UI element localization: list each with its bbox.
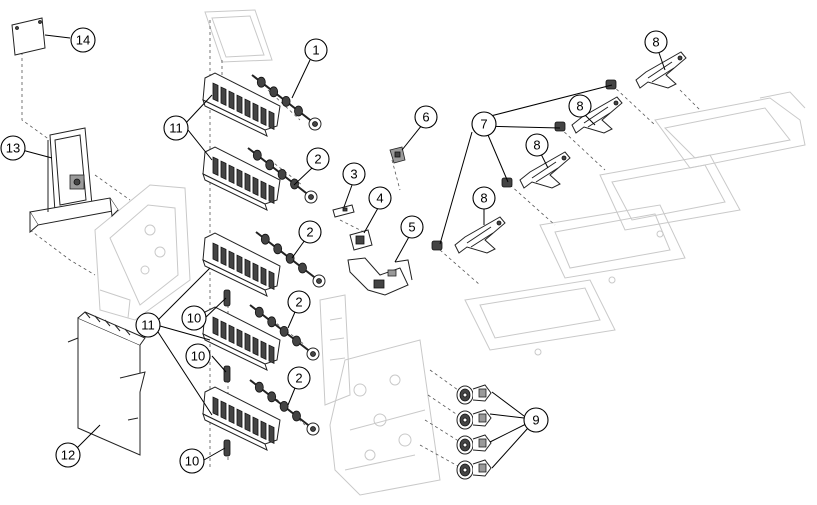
part-5-board	[347, 257, 413, 296]
part-9-gears	[456, 384, 492, 480]
part-14-plate	[11, 17, 46, 56]
svg-text:11: 11	[141, 318, 155, 333]
callout-4: 4	[368, 186, 392, 210]
ghost-tray-3	[599, 154, 741, 238]
svg-text:12: 12	[61, 448, 75, 463]
svg-text:9: 9	[532, 413, 539, 428]
ghost-tray-4	[654, 91, 806, 169]
ghost-middle-frame	[319, 294, 351, 406]
svg-text:6: 6	[422, 110, 429, 125]
leader-lines	[21, 34, 666, 469]
rail-assembly-5	[202, 386, 281, 451]
svg-text:5: 5	[408, 220, 415, 235]
part-12-panel	[67, 311, 146, 456]
part-10-springs	[223, 289, 231, 457]
callout-11-bottom: 11	[135, 312, 161, 338]
callout-6: 6	[414, 105, 438, 129]
callout-12: 12	[55, 442, 81, 468]
svg-text:2: 2	[306, 225, 313, 240]
ghost-frame-top-rail	[204, 9, 273, 63]
ghost-bottom-frame	[329, 339, 441, 496]
rail-assembly-1	[202, 72, 281, 137]
rail-assembly-4	[202, 306, 281, 371]
svg-text:10: 10	[185, 454, 199, 469]
svg-text:11: 11	[169, 121, 183, 136]
svg-text:13: 13	[6, 141, 20, 156]
callout-13: 13	[0, 135, 26, 161]
svg-text:8: 8	[533, 138, 540, 153]
part-7-knobs	[431, 79, 617, 251]
part-4-sensor	[349, 229, 373, 251]
part-6-clip	[389, 146, 406, 164]
callout-14: 14	[70, 27, 96, 53]
svg-text:4: 4	[376, 191, 383, 206]
callout-5: 5	[400, 215, 424, 239]
gear-wheel-3	[456, 434, 492, 455]
callout-2-b: 2	[298, 220, 322, 244]
gear-wheel-4	[456, 459, 492, 480]
callout-2-d: 2	[287, 366, 311, 390]
part-3-strip	[332, 204, 355, 218]
part-8-arms	[454, 51, 687, 254]
svg-text:2: 2	[295, 295, 302, 310]
callout-8-c: 8	[525, 133, 549, 157]
callout-3: 3	[342, 162, 366, 186]
part-11-rail-assemblies	[202, 72, 281, 451]
roller-shaft-1	[251, 74, 322, 131]
rail-assembly-2	[202, 146, 281, 211]
callout-11-top: 11	[163, 115, 189, 141]
ghost-tray-2	[539, 204, 686, 284]
svg-text:8: 8	[652, 35, 659, 50]
ghost-side-frame-left	[94, 184, 191, 321]
callout-10-a: 10	[181, 305, 207, 331]
gear-wheel-1	[456, 384, 492, 405]
arm-bracket-2	[519, 151, 571, 189]
roller-shaft-3	[255, 231, 326, 288]
gear-wheel-2	[456, 409, 492, 430]
part-13-bracket	[29, 127, 119, 234]
rail-assembly-3	[202, 232, 281, 297]
svg-text:8: 8	[576, 99, 583, 114]
svg-text:8: 8	[480, 191, 487, 206]
part-1-2-roller-shafts	[247, 74, 326, 436]
roller-shaft-5	[249, 379, 320, 436]
callout-9: 9	[523, 407, 549, 433]
svg-text:7: 7	[480, 117, 487, 132]
svg-text:2: 2	[295, 371, 302, 386]
callout-8-b: 8	[568, 94, 592, 118]
arm-bracket-1	[454, 216, 506, 254]
svg-text:1: 1	[312, 43, 319, 58]
svg-text:2: 2	[314, 152, 321, 167]
svg-text:14: 14	[76, 33, 90, 48]
svg-text:3: 3	[350, 167, 357, 182]
callout-10-c: 10	[179, 448, 205, 474]
callout-1: 1	[304, 38, 328, 62]
callout-8-a: 8	[644, 30, 668, 54]
callout-7: 7	[471, 111, 497, 137]
svg-text:10: 10	[191, 349, 205, 364]
arm-bracket-4	[635, 51, 687, 89]
ghost-tray-1	[464, 279, 616, 356]
callout-8-d: 8	[472, 186, 496, 210]
callout-10-b: 10	[185, 343, 211, 369]
roller-shaft-4	[249, 304, 320, 361]
callout-2-c: 2	[287, 290, 311, 314]
svg-text:10: 10	[187, 311, 201, 326]
callout-2-a: 2	[306, 147, 330, 171]
arm-bracket-3	[571, 96, 623, 134]
